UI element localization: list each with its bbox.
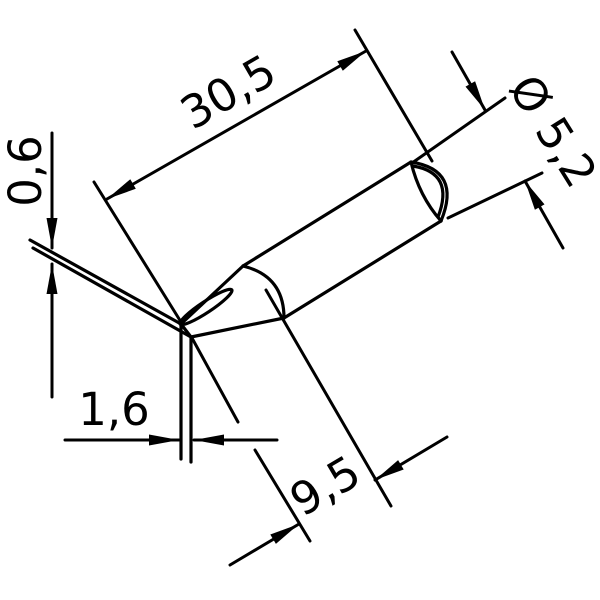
ext-line-diameter-lower [446,171,544,220]
arrow-overall-right [337,51,366,71]
ext-line-cone-base [264,288,393,508]
dimension-arrowheads [46,51,545,544]
ext-line-overall-left [92,180,183,324]
arrow-width-right [194,434,224,446]
arrow-diameter-lower [525,181,545,210]
arrow-width-left [149,434,179,446]
shaft-end-ring-outer-arc [409,160,449,223]
arrow-overall-left [107,179,136,199]
cone-lower-silhouette [189,316,286,339]
dimension-labels: 30,5 Ø 5,2 0,6 1,6 9,5 [0,44,600,527]
ext-line-cone-tip-a [190,336,240,424]
chisel-ground-face-ellipse [178,287,234,327]
dim-line-overall-length [105,49,368,201]
ext-line-overall-right [353,28,434,163]
ext-line-diameter-upper [410,96,507,165]
dim-label-shaft-diameter: Ø 5,2 [498,66,600,197]
cone-cylinder-junction-arc [241,264,286,320]
shaft-top-edge [241,160,413,268]
blade-bottom-edge-line [31,246,193,339]
arrow-diameter-upper [465,81,485,110]
shaft-end-ring-inner-arc [411,164,445,219]
arrow-thickness-down [46,218,58,248]
cone-upper-silhouette [179,264,245,326]
ext-line-cone-tip-b [253,448,312,543]
shaft-bottom-edge [282,219,443,320]
dim-label-overall-length: 30,5 [172,44,285,140]
arrow-cone-left [270,524,299,544]
dim-label-blade-thickness: 0,6 [0,135,52,207]
tip-object-outline [28,160,449,464]
dim-label-blade-width: 1,6 [78,383,150,436]
blade-top-edge-line [28,238,183,326]
arrow-thickness-up [46,264,58,294]
arrow-cone-right [375,460,404,480]
